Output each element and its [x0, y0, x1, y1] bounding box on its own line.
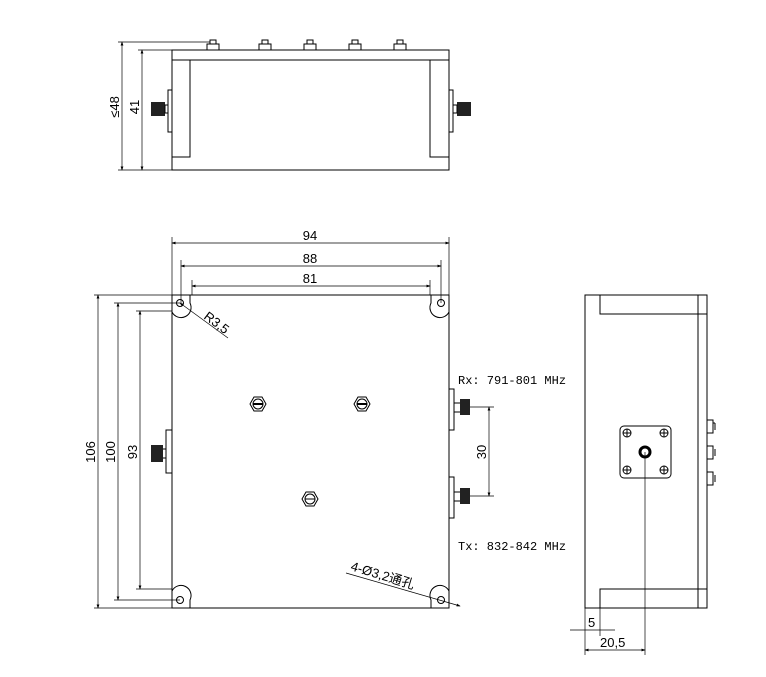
side-view-body	[584, 294, 708, 609]
sma-connector-icon	[151, 429, 173, 474]
tuning-screw-icons	[707, 419, 716, 486]
dim-hole-spacing-y: 100	[103, 441, 118, 463]
top-view-body	[171, 49, 450, 171]
dim-inner-height: 93	[125, 445, 140, 459]
mounting-holes-label: 4-Ø3,2通孔	[349, 559, 416, 593]
top-view: ≤48 41	[107, 39, 471, 171]
rx-port-connector-icon	[448, 388, 470, 431]
tuning-screw-icons	[206, 39, 407, 51]
dim-connector-offset: 20,5	[600, 635, 625, 650]
sma-connector-icon	[448, 89, 471, 133]
dim-overall-height: ≤48	[107, 96, 122, 118]
dim-inner-width: 81	[303, 271, 317, 286]
mounting-hole-icons	[171, 295, 450, 608]
side-view: 5 20,5	[570, 294, 716, 655]
flange-connector-icon	[619, 425, 672, 479]
dim-wall-thickness: 5	[588, 615, 595, 630]
dim-height-overall: 106	[83, 441, 98, 463]
dim-body-height: 41	[127, 100, 142, 114]
corner-radius-label: R3,5	[201, 308, 232, 337]
rx-frequency-label: Rx: 791-801 MHz	[458, 374, 566, 388]
sma-connector-icon	[151, 89, 173, 133]
main-view: 94 88 81 106 100 93 30 Rx: 791-801 MHz T…	[83, 228, 566, 609]
tx-frequency-label: Tx: 832-842 MHz	[458, 540, 566, 554]
dim-width-overall: 94	[303, 228, 317, 243]
hex-nut-icons	[249, 396, 371, 507]
dim-port-spacing: 30	[474, 445, 489, 459]
main-view-body	[171, 294, 450, 609]
dim-hole-spacing-x: 88	[303, 251, 317, 266]
tx-port-connector-icon	[448, 476, 470, 519]
